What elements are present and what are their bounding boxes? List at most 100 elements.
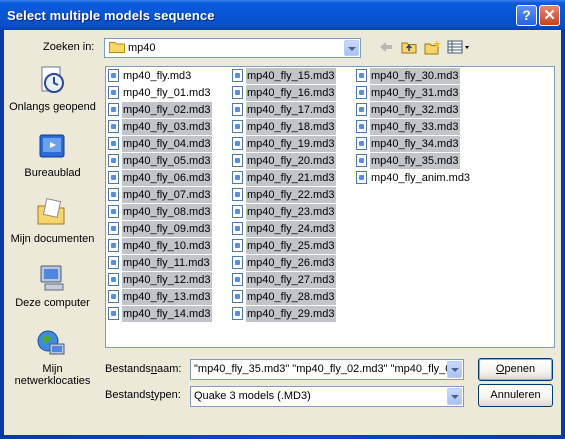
- file-name: mp40_fly_04.md3: [122, 136, 213, 152]
- md3-file-icon: [232, 188, 243, 201]
- file-name: mp40_fly_18.md3: [246, 119, 337, 135]
- md3-file-icon: [232, 86, 243, 99]
- filename-label-accesskey: n: [150, 363, 157, 375]
- open-button-accesskey: O: [495, 363, 505, 375]
- file-name: mp40_fly_24.md3: [246, 221, 337, 237]
- file-name: mp40_fly_13.md3: [122, 289, 213, 305]
- look-in-dropdown-button[interactable]: [344, 40, 359, 56]
- filetype-label-part2: ypen:: [153, 389, 181, 401]
- filetype-combobox[interactable]: Quake 3 models (.MD3): [190, 386, 464, 407]
- file-name: mp40_fly_31.md3: [370, 85, 461, 101]
- view-menu-icon[interactable]: [447, 39, 471, 55]
- place-my-documents-label: Mijn documenten: [10, 233, 95, 245]
- md3-file-icon: [356, 86, 367, 99]
- filename-label: Bestandsnaam:: [105, 363, 181, 375]
- file-name: mp40_fly_02.md3: [122, 102, 213, 118]
- file-name: mp40_fly_28.md3: [246, 289, 337, 305]
- md3-file-icon: [232, 273, 243, 286]
- file-name: mp40_fly_23.md3: [246, 204, 337, 220]
- file-name: mp40_fly_05.md3: [122, 153, 213, 169]
- md3-file-icon: [232, 239, 243, 252]
- md3-file-icon: [232, 290, 243, 303]
- my-documents-icon: [37, 198, 65, 225]
- md3-file-icon: [108, 273, 119, 286]
- md3-file-icon: [232, 222, 243, 235]
- place-desktop-label: Bureaublad: [24, 167, 81, 179]
- file-name: mp40_fly_12.md3: [122, 272, 213, 288]
- md3-file-icon: [108, 86, 119, 99]
- dialog-client-area: Zoeken in: mp40: [4, 30, 561, 435]
- up-folder-icon[interactable]: [401, 39, 419, 55]
- md3-file-icon: [108, 239, 119, 252]
- filename-input[interactable]: "mp40_fly_35.md3" "mp40_fly_02.md3" "mp4…: [194, 363, 452, 375]
- new-folder-icon[interactable]: [424, 39, 442, 55]
- md3-file-icon: [108, 307, 119, 320]
- place-my-computer[interactable]: Deze computer: [4, 262, 101, 312]
- look-in-combobox[interactable]: mp40: [104, 38, 361, 58]
- md3-file-icon: [108, 222, 119, 235]
- md3-file-icon: [356, 69, 367, 82]
- look-in-value: mp40: [128, 42, 156, 54]
- place-desktop[interactable]: Bureaublad: [4, 132, 101, 179]
- close-button[interactable]: ✕: [539, 5, 560, 26]
- filename-label-part1: Bestands: [105, 363, 151, 375]
- md3-file-icon: [232, 171, 243, 184]
- file-name: mp40_fly_34.md3: [370, 136, 461, 152]
- file-name: mp40_fly_anim.md3: [371, 172, 471, 184]
- file-name: mp40_fly.md3: [123, 70, 192, 82]
- md3-file-icon: [108, 154, 119, 167]
- filename-dropdown-button[interactable]: [447, 361, 462, 378]
- file-name: mp40_fly_11.md3: [122, 255, 212, 271]
- md3-file-icon: [108, 103, 119, 116]
- filetype-label: Bestandstypen:: [105, 389, 181, 401]
- place-my-documents[interactable]: Mijn documenten: [4, 196, 101, 246]
- place-recent[interactable]: Onlangs geopend: [4, 64, 101, 128]
- open-button-label: penen: [504, 363, 536, 375]
- close-icon: ✕: [543, 7, 556, 24]
- md3-file-icon: [108, 120, 119, 133]
- title-bar[interactable]: Select multiple models sequence ? ✕: [0, 0, 565, 30]
- md3-file-icon: [356, 171, 367, 184]
- file-name: mp40_fly_09.md3: [122, 221, 213, 237]
- md3-file-icon: [108, 205, 119, 218]
- question-mark-icon: ?: [522, 7, 531, 23]
- file-name: mp40_fly_19.md3: [246, 136, 337, 152]
- md3-file-icon: [232, 256, 243, 269]
- file-name: mp40_fly_30.md3: [370, 68, 461, 84]
- file-name: mp40_fly_25.md3: [246, 238, 337, 254]
- filetype-label-accesskey: t: [150, 389, 154, 401]
- md3-file-icon: [232, 120, 243, 133]
- file-name: mp40_fly_32.md3: [370, 102, 461, 118]
- desktop-icon: [39, 134, 65, 158]
- file-name: mp40_fly_21.md3: [246, 170, 337, 186]
- open-button[interactable]: Openen: [478, 358, 553, 381]
- file-name: mp40_fly_08.md3: [122, 204, 213, 220]
- md3-file-icon: [108, 69, 119, 82]
- md3-file-icon: [356, 120, 367, 133]
- look-in-label: Zoeken in:: [43, 41, 95, 53]
- md3-file-icon: [356, 103, 367, 116]
- md3-file-icon: [108, 137, 119, 150]
- file-name: mp40_fly_27.md3: [246, 272, 337, 288]
- cancel-button[interactable]: Annuleren: [478, 384, 553, 407]
- md3-file-icon: [232, 103, 243, 116]
- network-places-icon: [37, 330, 65, 355]
- my-computer-icon: [40, 265, 64, 291]
- file-name: mp40_fly_06.md3: [122, 170, 213, 186]
- place-network[interactable]: Mijn netwerklocaties: [4, 328, 101, 388]
- md3-file-icon: [356, 137, 367, 150]
- file-list[interactable]: mp40_fly.md3 mp40_fly_01.md3 mp40_fly_02.m…: [105, 66, 555, 348]
- filename-combobox[interactable]: "mp40_fly_35.md3" "mp40_fly_02.md3" "mp4…: [190, 359, 464, 380]
- filetype-label-part1: Bestands: [105, 389, 151, 401]
- recent-documents-icon: [41, 66, 64, 93]
- place-my-computer-label: Deze computer: [15, 297, 90, 309]
- back-icon[interactable]: [377, 39, 395, 55]
- filetype-dropdown-button[interactable]: [447, 388, 462, 405]
- file-name: mp40_fly_29.md3: [246, 306, 337, 322]
- md3-file-icon: [232, 307, 243, 320]
- window-title: Select multiple models sequence: [7, 8, 215, 23]
- md3-file-icon: [356, 154, 367, 167]
- help-button[interactable]: ?: [516, 5, 537, 26]
- file-name: mp40_fly_01.md3: [123, 87, 211, 99]
- file-name: mp40_fly_16.md3: [246, 85, 337, 101]
